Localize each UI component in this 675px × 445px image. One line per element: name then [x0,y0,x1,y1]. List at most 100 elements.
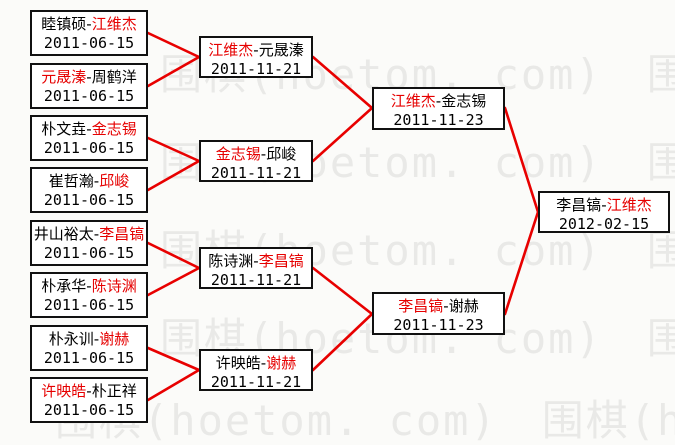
match-box-sf-2: 李昌镐-谢赫 2011-11-23 [372,292,505,335]
player-name: 井山裕太 [33,225,94,243]
match-players: 江维杰-金志锡 [374,91,503,111]
match-players: 元晟溱-周鹤洋 [32,67,146,87]
players-separator: - [86,68,92,86]
match-box-r1-1: 睦镇硕-江维杰 2011-06-15 [30,10,148,56]
player-name: 元晟溱 [258,41,304,59]
player-name: 朴正祥 [91,382,137,400]
player-name: 邱峻 [99,172,130,190]
connector-line [146,55,201,88]
players-separator: - [93,225,100,243]
match-date: 2011-06-15 [43,191,135,209]
match-box-r1-3: 朴文垚-金志锡 2011-06-15 [30,115,148,161]
player-name: 许映皓 [41,382,87,400]
match-date: 2011-06-15 [43,401,135,419]
match-players: 许映皓-谢赫 [201,353,311,373]
match-players: 崔哲瀚-邱峻 [32,171,146,191]
match-box-final: 李昌镐-江维杰 2012-02-15 [538,191,670,233]
players-separator: - [93,172,100,190]
match-date: 2011-06-15 [43,87,135,105]
connector-line [311,55,374,110]
player-name: 朴承华 [41,277,87,295]
match-box-r2-3: 陈诗渊-李昌镐 2011-11-21 [199,247,313,289]
match-box-r2-1: 江维杰-元晟溱 2011-11-21 [199,36,313,78]
player-name: 睦镇硕 [41,15,87,33]
match-box-r1-5: 井山裕太-李昌镐 2011-06-15 [30,220,148,266]
player-name: 谢赫 [266,354,297,372]
player-name: 李昌镐 [258,252,304,270]
match-date: 2011-06-15 [43,244,135,262]
match-date: 2011-11-23 [393,111,484,129]
match-players: 李昌镐-江维杰 [540,195,668,215]
connector-line [146,266,201,297]
players-separator: - [86,277,92,295]
player-name: 邱峻 [266,145,297,163]
player-name: 陈诗渊 [91,277,137,295]
match-players: 许映皓-朴正祥 [32,381,146,401]
player-name: 金志锡 [441,92,487,110]
player-name: 朴文垚 [41,120,87,138]
match-box-r1-8: 许映皓-朴正祥 2011-06-15 [30,377,148,423]
connector-line [311,106,374,163]
match-box-r2-2: 金志锡-邱峻 2011-11-21 [199,140,313,182]
player-name: 崔哲瀚 [48,172,94,190]
player-name: 李昌镐 [398,297,444,315]
players-separator: - [253,252,259,270]
match-date: 2011-06-15 [43,34,135,52]
match-players: 陈诗渊-李昌镐 [201,251,311,271]
match-date: 2011-06-15 [43,296,135,314]
players-separator: - [86,120,92,138]
match-box-sf-1: 江维杰-金志锡 2011-11-23 [372,87,505,130]
match-date: 2011-11-21 [210,271,302,289]
match-date: 2011-11-23 [393,316,484,334]
connector-line [146,136,201,163]
player-name: 江维杰 [208,41,254,59]
match-date: 2012-02-15 [558,215,650,233]
players-separator: - [260,145,267,163]
players-separator: - [86,15,92,33]
connector-line [146,346,201,372]
player-name: 李昌镐 [99,225,145,243]
player-name: 谢赫 [448,297,479,315]
match-box-r1-4: 崔哲瀚-邱峻 2011-06-15 [30,167,148,213]
player-name: 江维杰 [91,15,137,33]
player-name: 陈诗渊 [208,252,254,270]
players-separator: - [86,382,92,400]
match-box-r1-6: 朴承华-陈诗渊 2011-06-15 [30,272,148,318]
connector-line [503,106,540,214]
players-separator: - [93,330,100,348]
connector-line [311,312,374,372]
match-date: 2011-11-21 [210,373,302,391]
players-separator: - [253,41,259,59]
connector-line [311,266,374,316]
connector-line [146,31,201,59]
players-separator: - [601,196,607,214]
player-name: 江维杰 [390,92,436,110]
match-players: 江维杰-元晟溱 [201,40,311,60]
match-box-r2-4: 许映皓-谢赫 2011-11-21 [199,349,313,391]
players-separator: - [435,92,442,110]
match-players: 朴文垚-金志锡 [32,119,146,139]
bracket-connectors [146,31,540,402]
match-players: 朴承华-陈诗渊 [32,276,146,296]
match-players: 金志锡-邱峻 [201,144,311,164]
players-separator: - [260,354,267,372]
players-separator: - [443,297,449,315]
player-name: 周鹤洋 [91,68,137,86]
player-name: 江维杰 [606,196,652,214]
match-date: 2011-11-21 [210,164,302,182]
player-name: 元晟溱 [41,68,87,86]
match-box-r1-7: 朴永训-谢赫 2011-06-15 [30,325,148,371]
match-players: 朴永训-谢赫 [32,329,146,349]
match-players: 井山裕太-李昌镐 [32,224,146,244]
match-date: 2011-06-15 [43,349,135,367]
connector-line [146,368,201,402]
match-players: 李昌镐-谢赫 [374,296,503,316]
tournament-bracket: 围棋(hoetom. com) 围棋(hoetom. com) 围棋(hoeto… [30,10,675,444]
player-name: 谢赫 [99,330,130,348]
connector-line [146,241,201,270]
player-name: 李昌镐 [556,196,602,214]
match-box-r1-2: 元晟溱-周鹤洋 2011-06-15 [30,63,148,109]
match-players: 睦镇硕-江维杰 [32,14,146,34]
match-date: 2011-11-21 [210,60,302,78]
player-name: 金志锡 [91,120,137,138]
